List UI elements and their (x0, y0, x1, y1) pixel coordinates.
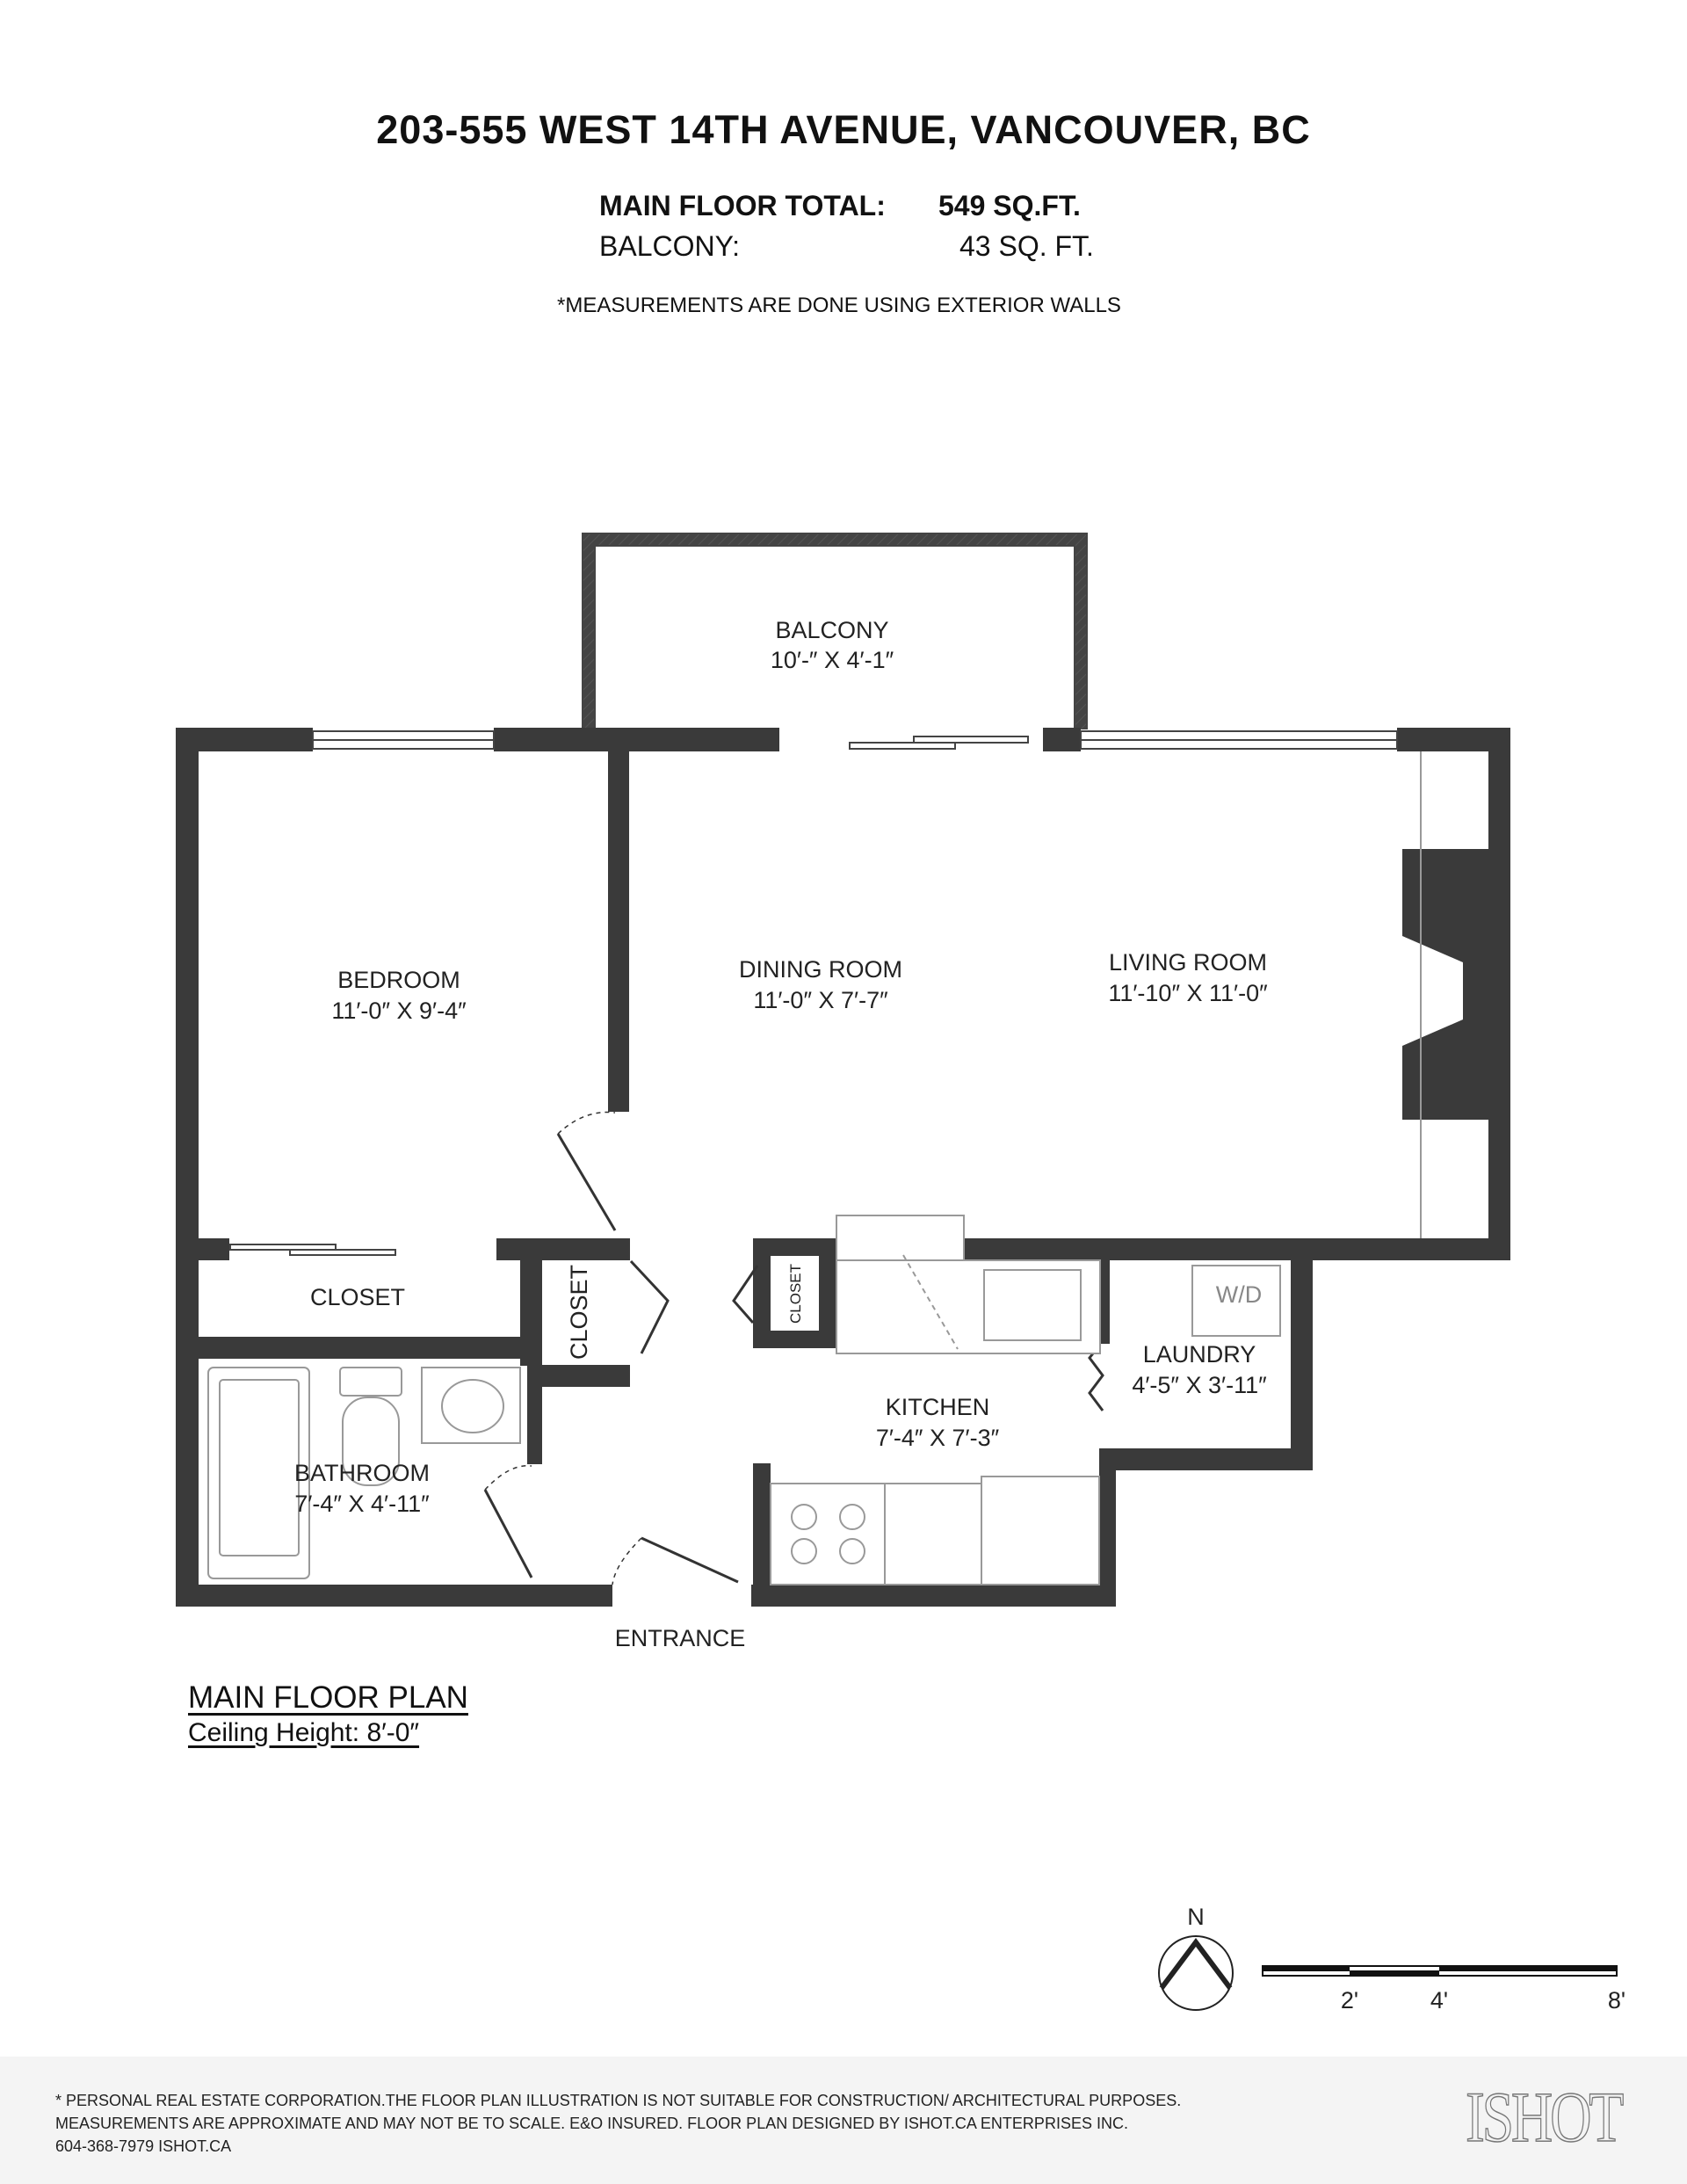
room-label-laundry: LAUNDRY (1143, 1341, 1256, 1368)
balcony-area-label: BALCONY: (599, 230, 741, 262)
floor-plan: BALCONY 10′-″ X 4′-1″ BEDROOM 11′-0″ X 9… (176, 533, 1625, 2013)
kitchen-sink-icon (983, 1269, 1082, 1341)
laundry-door (1088, 1344, 1104, 1411)
compass-north-label: N (1187, 1904, 1205, 1930)
room-dims-dining: 11′-0″ X 7′-7″ (753, 987, 888, 1013)
washer-dryer-icon (1191, 1265, 1281, 1337)
room-dims-bedroom: 11′-0″ X 9′-4″ (331, 998, 467, 1024)
fridge-icon (981, 1476, 1100, 1585)
balcony-sliding-door (849, 736, 1029, 750)
scale-bar: 2' 4' 8' (1262, 1965, 1625, 2013)
footer-disclaimer-2: MEASUREMENTS ARE APPROXIMATE AND MAY NOT… (55, 2115, 1128, 2132)
walls (176, 728, 1510, 1607)
scale-label-8ft: 8' (1608, 1987, 1625, 2013)
property-address-title: 203-555 WEST 14TH AVENUE, VANCOUVER, BC (376, 107, 1311, 152)
entrance-label: ENTRANCE (615, 1625, 746, 1651)
fireplace-opening (1402, 936, 1463, 1046)
closet-sliding-door (229, 1244, 396, 1256)
room-label-balcony: BALCONY (775, 617, 888, 643)
room-label-small-closet: CLOSET (787, 1264, 804, 1324)
room-label-hall-closet: CLOSET (566, 1265, 592, 1360)
footer: * PERSONAL REAL ESTATE CORPORATION.THE F… (0, 2057, 1687, 2184)
doors (483, 1111, 1104, 1585)
hall-closet-door (629, 1259, 670, 1354)
room-dims-bathroom: 7′-4″ X 4′-11″ (294, 1491, 430, 1517)
main-floor-total-label: MAIN FLOOR TOTAL: (599, 190, 886, 221)
scale-label-4ft: 4' (1430, 1987, 1448, 2013)
balcony-railing (582, 533, 1088, 729)
room-label-living: LIVING ROOM (1109, 949, 1267, 976)
room-dims-laundry: 4′-5″ X 3′-11″ (1132, 1372, 1267, 1398)
footer-disclaimer-1: * PERSONAL REAL ESTATE CORPORATION.THE F… (55, 2092, 1182, 2109)
washer-dryer-label: W/D (1216, 1281, 1262, 1308)
balcony-area-value: 43 SQ. FT. (959, 230, 1094, 262)
room-label-bedroom: BEDROOM (337, 967, 460, 993)
measurement-note: *MEASUREMENTS ARE DONE USING EXTERIOR WA… (557, 294, 1121, 317)
toilet-icon (339, 1367, 402, 1397)
entrance-door (641, 1536, 739, 1584)
ishot-logo: ISHOT (1465, 2076, 1625, 2158)
room-dims-living: 11′-10″ X 11′-0″ (1108, 980, 1268, 1006)
north-compass-icon: N (1158, 1904, 1234, 2011)
stove-icon (770, 1483, 886, 1585)
room-label-bedroom-closet: CLOSET (310, 1284, 405, 1310)
scale-label-2ft: 2' (1341, 1987, 1358, 2013)
room-label-kitchen: KITCHEN (886, 1394, 990, 1420)
ceiling-height: Ceiling Height: 8′-0″ (188, 1718, 420, 1747)
windows (312, 730, 1398, 750)
bathroom-door (483, 1489, 533, 1578)
footer-contact: 604-368-7979 ISHOT.CA (55, 2137, 232, 2155)
room-label-dining: DINING ROOM (739, 956, 902, 983)
room-dims-balcony: 10′-″ X 4′-1″ (771, 647, 894, 673)
counter (884, 1483, 982, 1585)
bedroom-door (556, 1133, 617, 1231)
fixtures (207, 751, 1463, 1585)
room-dims-kitchen: 7′-4″ X 7′-3″ (876, 1425, 1000, 1451)
room-label-bathroom: BATHROOM (294, 1460, 430, 1486)
plan-title: MAIN FLOOR PLAN (188, 1680, 468, 1715)
main-floor-total-value: 549 SQ.FT. (938, 190, 1081, 221)
small-closet-door (732, 1265, 759, 1324)
